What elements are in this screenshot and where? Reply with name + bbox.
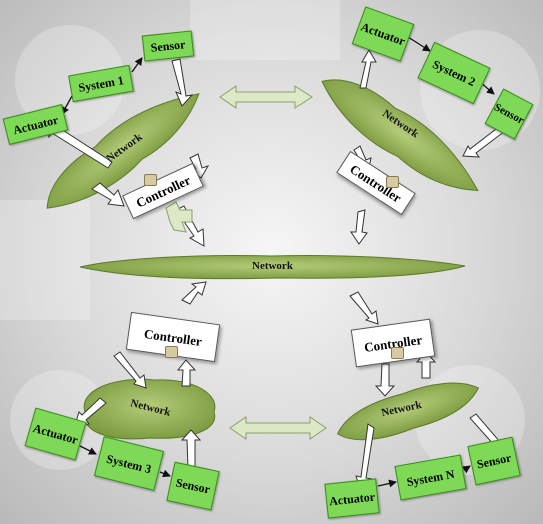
network-cloud-1 — [46, 93, 200, 209]
network-cloud-n — [336, 382, 480, 441]
arrow-network3-to-controller3 — [176, 359, 197, 387]
line-system1-to-sensor1 — [131, 57, 143, 73]
arrow-controller2-to-main-network — [350, 209, 368, 245]
line-system3-to-sensor3 — [159, 469, 171, 478]
network-clouds — [46, 79, 480, 441]
arrow-network1-to-controller1 — [91, 182, 125, 207]
exchange-arrow-left-mid — [165, 201, 193, 233]
main-network-label: Network — [252, 260, 293, 272]
line-actuator3-to-system3 — [79, 445, 97, 455]
arrow-sensor2-to-network2 — [462, 125, 506, 158]
arrow-main-network-to-controller3 — [181, 281, 207, 305]
controller-2-icon — [386, 176, 399, 188]
exchange-arrow-top — [219, 85, 313, 109]
arrow-controller3-to-network3 — [113, 351, 147, 389]
arrow-main-network-to-controller4 — [349, 291, 379, 325]
controller-n-icon — [391, 347, 404, 359]
network-cloud-3 — [83, 378, 216, 440]
exchange-arrow-bottom — [229, 416, 327, 440]
line-actuator2-to-system2 — [407, 36, 431, 52]
line-actuator-n-to-system-n — [377, 479, 397, 488]
actuator-n-block: Actuator — [324, 478, 380, 519]
exchange-arrows — [165, 85, 327, 440]
controller-3-icon — [165, 346, 178, 358]
arrow-sensor1-to-network1 — [171, 58, 194, 107]
arrow-network-n-to-controller-n — [415, 351, 437, 379]
arrow-network2-to-actuator2 — [359, 49, 377, 89]
arrow-controller-n-to-network-n — [374, 363, 396, 397]
sensor-1-block: Sensor — [141, 30, 195, 62]
network-cloud-main — [79, 255, 466, 280]
network-cloud-2 — [321, 79, 479, 192]
arrow-sensor3-to-network3 — [180, 429, 202, 469]
line-system-n-to-sensor-n — [461, 465, 471, 474]
controller-1-icon — [144, 174, 157, 186]
